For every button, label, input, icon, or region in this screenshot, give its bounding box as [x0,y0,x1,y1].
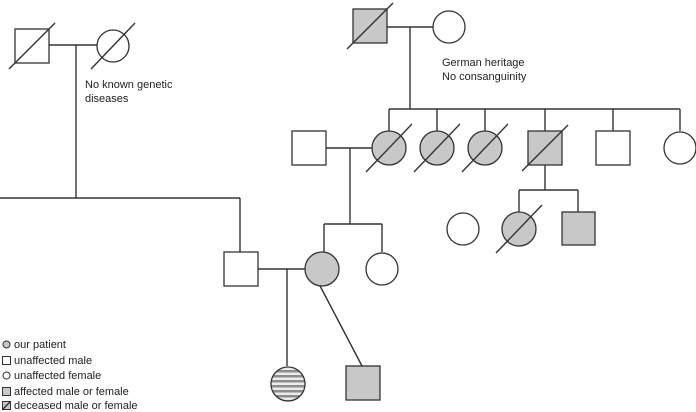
affected-square-icon [2,387,11,396]
legend-label: deceased male or female [14,399,138,412]
unaffected-circle-icon [2,371,11,380]
legend-item-patient: our patient [2,338,66,351]
note-paternal-grandparents: No known genetic diseases [85,78,172,106]
deceased-slash [8,22,56,70]
mother-affected [304,251,340,287]
aunt [365,252,399,286]
deceased-slash [346,2,394,50]
deceased-slash [495,204,543,254]
legend-label: unaffected female [14,369,102,382]
connection-lines [0,26,681,367]
deceased-slash [90,22,136,70]
deceased-slash [413,123,461,173]
note-line: German heritage [442,57,525,69]
patient-proband [270,366,306,402]
note-line: diseases [85,93,129,105]
note-maternal-grandparents: German heritage No consanguinity [442,56,526,84]
great-uncle [595,130,631,166]
affected-circle-icon [2,340,11,349]
cousin-male-affected [561,211,596,246]
unaffected-square-icon [2,356,11,365]
note-line: No known genetic [85,79,173,91]
deceased-slash [521,124,569,172]
father [223,251,259,287]
legend-item-deceased: deceased male or female [2,399,138,412]
note-line: No consanguinity [442,71,527,83]
legend-item-unaffected-female: unaffected female [2,369,101,382]
legend-label: our patient [14,338,66,351]
great-aunt [663,131,696,165]
legend-item-affected: affected male or female [2,385,129,398]
deceased-square-icon [2,401,11,410]
legend-label: unaffected male [14,354,93,367]
great-grandmother [432,10,466,44]
brother-affected [345,365,381,401]
legend-label: affected male or female [14,385,129,398]
cousin-female [446,212,480,246]
legend-item-unaffected-male: unaffected male [2,354,92,367]
grandfather-maternal [291,130,327,166]
deceased-slash [461,123,509,173]
deceased-slash [365,123,413,173]
